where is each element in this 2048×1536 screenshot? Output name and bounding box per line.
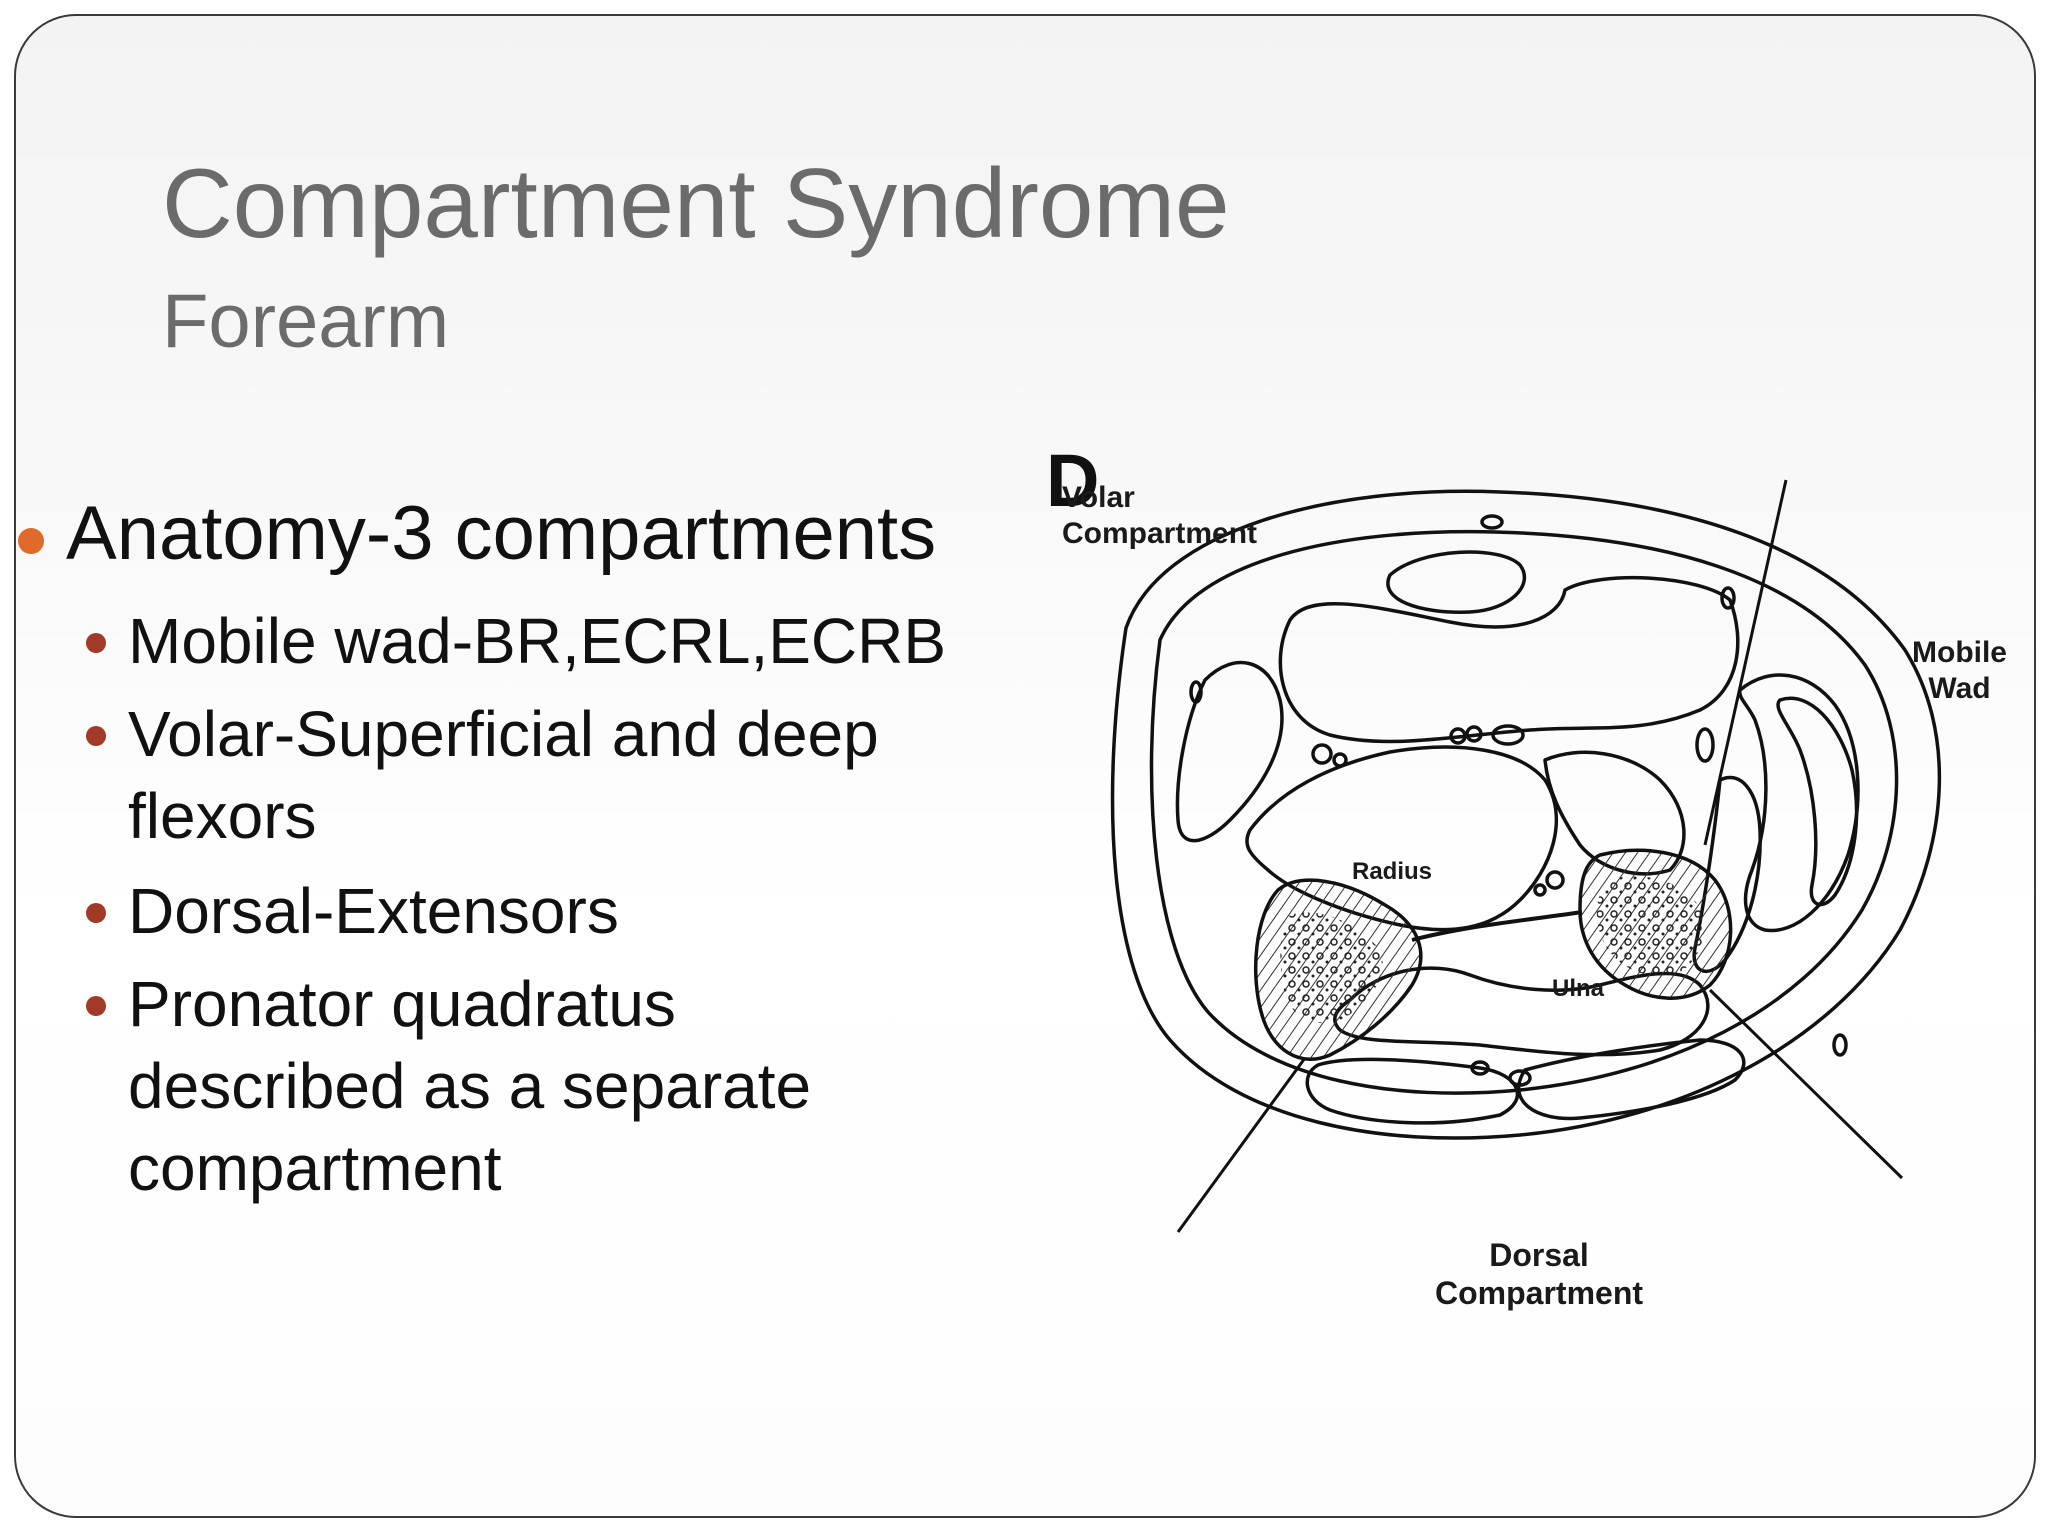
muscle-compartment xyxy=(1386,550,1527,614)
leader-line xyxy=(1703,479,1788,846)
mobile-wad-compartment xyxy=(1738,673,1860,933)
vessel xyxy=(1720,586,1736,610)
muscle-compartment xyxy=(1278,575,1740,744)
vessel xyxy=(1832,1033,1848,1057)
vessel xyxy=(1695,727,1715,763)
vessel xyxy=(1545,870,1565,890)
sub-bullet-text: Pronator quadratus described as a separa… xyxy=(128,968,812,1204)
vessel xyxy=(1480,514,1504,530)
mobile-wad-label: Mobile Wad xyxy=(1912,636,2007,705)
radius-label: Radius xyxy=(1352,858,1433,885)
sub-bullet-dot xyxy=(86,996,106,1016)
volar-compartment-label: Volar Compartment xyxy=(1062,481,1258,550)
sub-bullet-text: Volar-Superficial and deep flexors xyxy=(128,698,879,852)
sub-bullet-dot xyxy=(86,633,106,653)
leader-line xyxy=(1176,1057,1307,1233)
sub-bullet-text: Mobile wad-BR,ECRL,ECRB xyxy=(128,605,947,677)
ulna-label: Ulna xyxy=(1552,975,1605,1002)
bullet-dot xyxy=(18,528,44,554)
muscle-compartment xyxy=(1305,1057,1520,1125)
vessel xyxy=(1332,752,1348,768)
interosseous-membrane xyxy=(1411,910,1583,942)
slide-title: Compartment Syndrome xyxy=(162,148,1230,258)
dorsal-compartment-label: Dorsal Compartment xyxy=(1435,1237,1644,1312)
sub-bullet-text: Dorsal-Extensors xyxy=(128,875,619,947)
vessel xyxy=(1533,883,1547,897)
vessel xyxy=(1470,1060,1490,1076)
mobile-wad-compartment xyxy=(1776,696,1859,907)
leader-line xyxy=(1708,988,1904,1180)
muscle-compartment xyxy=(1333,966,1710,1057)
slide-subtitle: Forearm xyxy=(162,279,450,364)
sub-bullet-dot xyxy=(86,903,106,923)
vessel xyxy=(1449,727,1467,745)
main-bullet: Anatomy-3 compartments xyxy=(66,491,937,576)
fascia-outline xyxy=(1149,529,1899,1095)
skin-outline xyxy=(1110,489,1942,1140)
muscle-compartment xyxy=(1175,660,1284,843)
panel-letter: D xyxy=(1046,439,1100,522)
vessel xyxy=(1491,724,1525,746)
sub-bullet-dot xyxy=(86,726,106,746)
slide xyxy=(14,14,2036,1518)
vessel xyxy=(1311,743,1333,765)
vessel xyxy=(1508,1069,1532,1087)
vessel xyxy=(1189,680,1203,704)
muscle-compartment xyxy=(1517,1038,1746,1121)
vessel xyxy=(1465,725,1483,743)
